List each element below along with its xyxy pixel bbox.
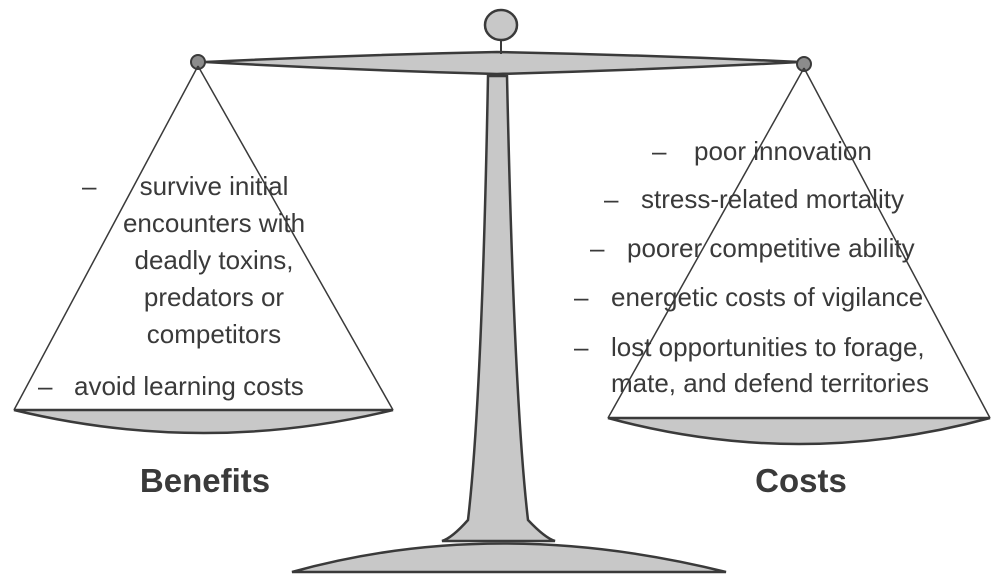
benefit-line: survive initial <box>140 171 289 201</box>
benefit-dash: – <box>38 371 53 401</box>
benefit-line: predators or <box>144 282 285 312</box>
cost-line: lost opportunities to forage, <box>611 332 925 362</box>
cost-dash: – <box>574 282 589 312</box>
benefits-list: – survive initial encounters with deadly… <box>38 171 305 401</box>
right-string-outer <box>803 67 991 419</box>
cost-dash: – <box>574 332 589 362</box>
scale-beam <box>204 50 801 76</box>
benefits-heading: Benefits <box>140 462 270 499</box>
cost-line: energetic costs of vigilance <box>611 282 923 312</box>
left-string-inner <box>197 65 394 411</box>
right-string-inner <box>607 67 805 419</box>
cost-line: mate, and defend territories <box>611 368 929 398</box>
costs-list: – poor innovation – stress-related morta… <box>574 136 929 398</box>
benefit-line: encounters with <box>123 208 305 238</box>
cost-line: stress-related mortality <box>641 184 904 214</box>
benefit-dash: – <box>82 171 97 201</box>
cost-dash: – <box>652 136 667 166</box>
benefits-pan <box>13 408 394 435</box>
right-pivot-knob <box>796 56 812 72</box>
left-string-outer <box>13 65 199 411</box>
cost-line: poor innovation <box>694 136 872 166</box>
costs-pan <box>607 416 991 446</box>
cost-line: poorer competitive ability <box>627 233 915 263</box>
scale-base <box>291 542 727 574</box>
scale-pillar <box>441 74 556 543</box>
benefit-line: deadly toxins, <box>135 245 294 275</box>
finial-knob <box>483 8 519 42</box>
costs-heading: Costs <box>755 462 847 499</box>
benefit-line: competitors <box>147 319 281 349</box>
cost-dash: – <box>590 233 605 263</box>
left-pivot-knob <box>190 54 206 70</box>
benefit-line: avoid learning costs <box>74 371 304 401</box>
cost-dash: – <box>604 184 619 214</box>
